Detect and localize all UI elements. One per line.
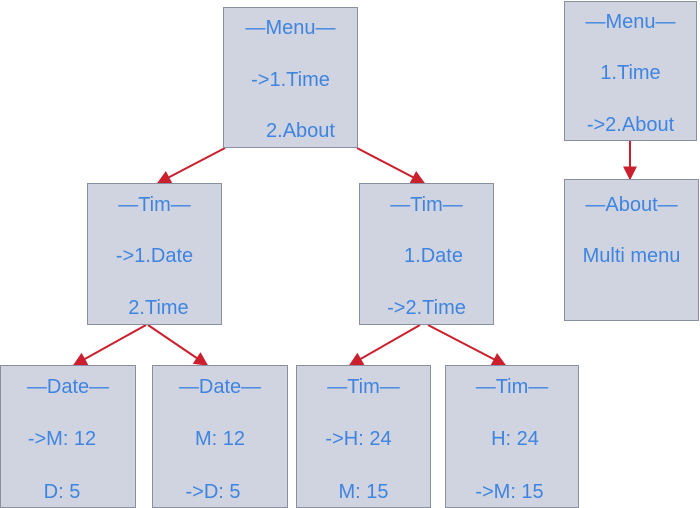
box-line: ->2.About bbox=[586, 114, 675, 136]
box-line: ->1.Time bbox=[251, 69, 330, 91]
box-line: M: 15 bbox=[338, 481, 389, 503]
box-line: ->H: 24 bbox=[325, 428, 392, 450]
box-title: —Tim— bbox=[118, 194, 191, 216]
box-title: —Menu— bbox=[585, 11, 676, 33]
box-line: 2.Time bbox=[128, 297, 189, 319]
box-title: —Date— bbox=[178, 376, 262, 398]
date-box-month-selected: —Date— ->M: 12 D: 5 bbox=[0, 365, 136, 508]
box-title: —About— bbox=[585, 194, 678, 216]
box-title: —Menu— bbox=[245, 17, 336, 39]
arrow-menu-to-tim-time bbox=[356, 147, 426, 184]
arrow-tim-to-tim-hour bbox=[348, 324, 421, 366]
box-line: 1.Date bbox=[404, 245, 463, 267]
box-line: 1.Time bbox=[600, 62, 661, 84]
menu-box-time-selected: —Menu— ->1.Time 2.About bbox=[223, 7, 358, 148]
box-line: ->D: 5 bbox=[185, 481, 241, 503]
menu-box-about-selected: —Menu— 1.Time ->2.About bbox=[564, 1, 697, 141]
arrow-tim-to-date-day bbox=[147, 324, 209, 366]
arrow-tim-to-tim-minute bbox=[427, 324, 507, 366]
arrow-menu-to-tim-date bbox=[156, 147, 226, 184]
box-line: Multi menu bbox=[582, 245, 681, 267]
box-title: —Tim— bbox=[390, 194, 463, 216]
box-line: H: 24 bbox=[491, 428, 539, 450]
box-title: —Tim— bbox=[475, 376, 549, 398]
date-box-day-selected: —Date— M: 12 ->D: 5 bbox=[152, 365, 288, 508]
tim-box-date-selected: —Tim— ->1.Date 2.Time bbox=[87, 183, 222, 325]
tim-box-minute-selected: —Tim— H: 24 ->M: 15 bbox=[445, 365, 579, 508]
tim-box-hour-selected: —Tim— ->H: 24 M: 15 bbox=[296, 365, 431, 508]
about-box: —About— Multi menu bbox=[564, 179, 699, 321]
box-title: —Tim— bbox=[327, 376, 400, 398]
box-line: ->2.Time bbox=[387, 297, 466, 319]
box-line: ->1.Date bbox=[115, 245, 194, 267]
tim-box-time-selected: —Tim— 1.Date ->2.Time bbox=[359, 183, 494, 325]
arrow-tim-to-date-month bbox=[72, 324, 147, 366]
box-line: ->M: 12 bbox=[27, 428, 97, 450]
box-title: —Date— bbox=[26, 376, 110, 398]
box-line: D: 5 bbox=[43, 481, 81, 503]
box-line: ->M: 15 bbox=[475, 481, 544, 503]
box-line: M: 12 bbox=[194, 428, 246, 450]
box-line: 2.About bbox=[266, 120, 335, 142]
